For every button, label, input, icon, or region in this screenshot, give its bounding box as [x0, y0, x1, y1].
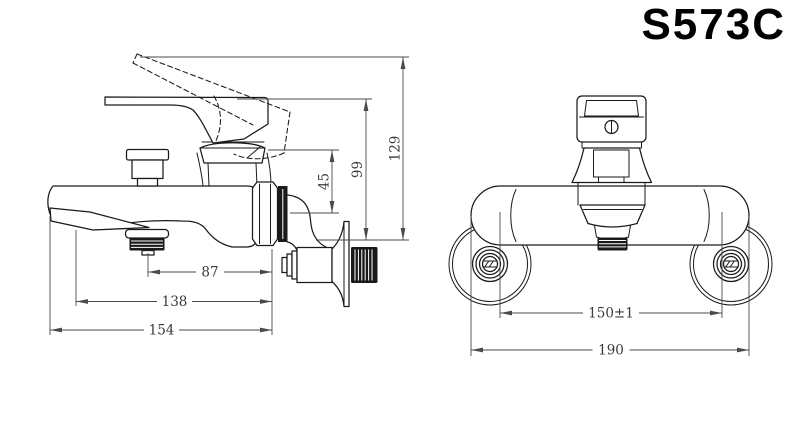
- left-inlet-boss: [471, 245, 509, 283]
- front-handle: [571, 95, 653, 184]
- dim-label-99: 99: [350, 161, 366, 178]
- front-view-dimensions: 150±1 190: [470, 212, 750, 359]
- dim-label-150: 150±1: [588, 306, 634, 322]
- hex-nut: [246, 146, 288, 247]
- dim-label-45: 45: [317, 173, 333, 190]
- right-boss-screw: [722, 255, 740, 273]
- model-number: S573C: [641, 0, 786, 49]
- dim-label-138: 138: [162, 294, 188, 310]
- diverter-knob: [125, 148, 170, 187]
- lever-handle: [104, 96, 269, 144]
- front-view-drawing: [448, 95, 773, 306]
- wall-elbow-pipe: [281, 194, 333, 284]
- spout-tip: [49, 207, 150, 231]
- lever-handle-raised-dashed: [132, 53, 291, 160]
- dim-label-154: 154: [149, 323, 175, 339]
- right-inlet-boss: [712, 245, 750, 283]
- front-body: [470, 185, 750, 246]
- side-view-dimensions: 45 99 129 87 138 154: [49, 56, 409, 339]
- dim-label-190: 190: [598, 343, 624, 359]
- wall-nipple-threads: [351, 247, 377, 283]
- dim-label-129: 129: [388, 136, 404, 162]
- side-view-drawing: [47, 53, 378, 308]
- valve-neck: [196, 141, 272, 187]
- wall-escutcheon-side: [331, 220, 378, 308]
- dim-label-87: 87: [201, 265, 218, 281]
- left-boss-screw: [481, 255, 499, 273]
- hose-outlet: [124, 228, 170, 256]
- front-outlet: [577, 182, 646, 251]
